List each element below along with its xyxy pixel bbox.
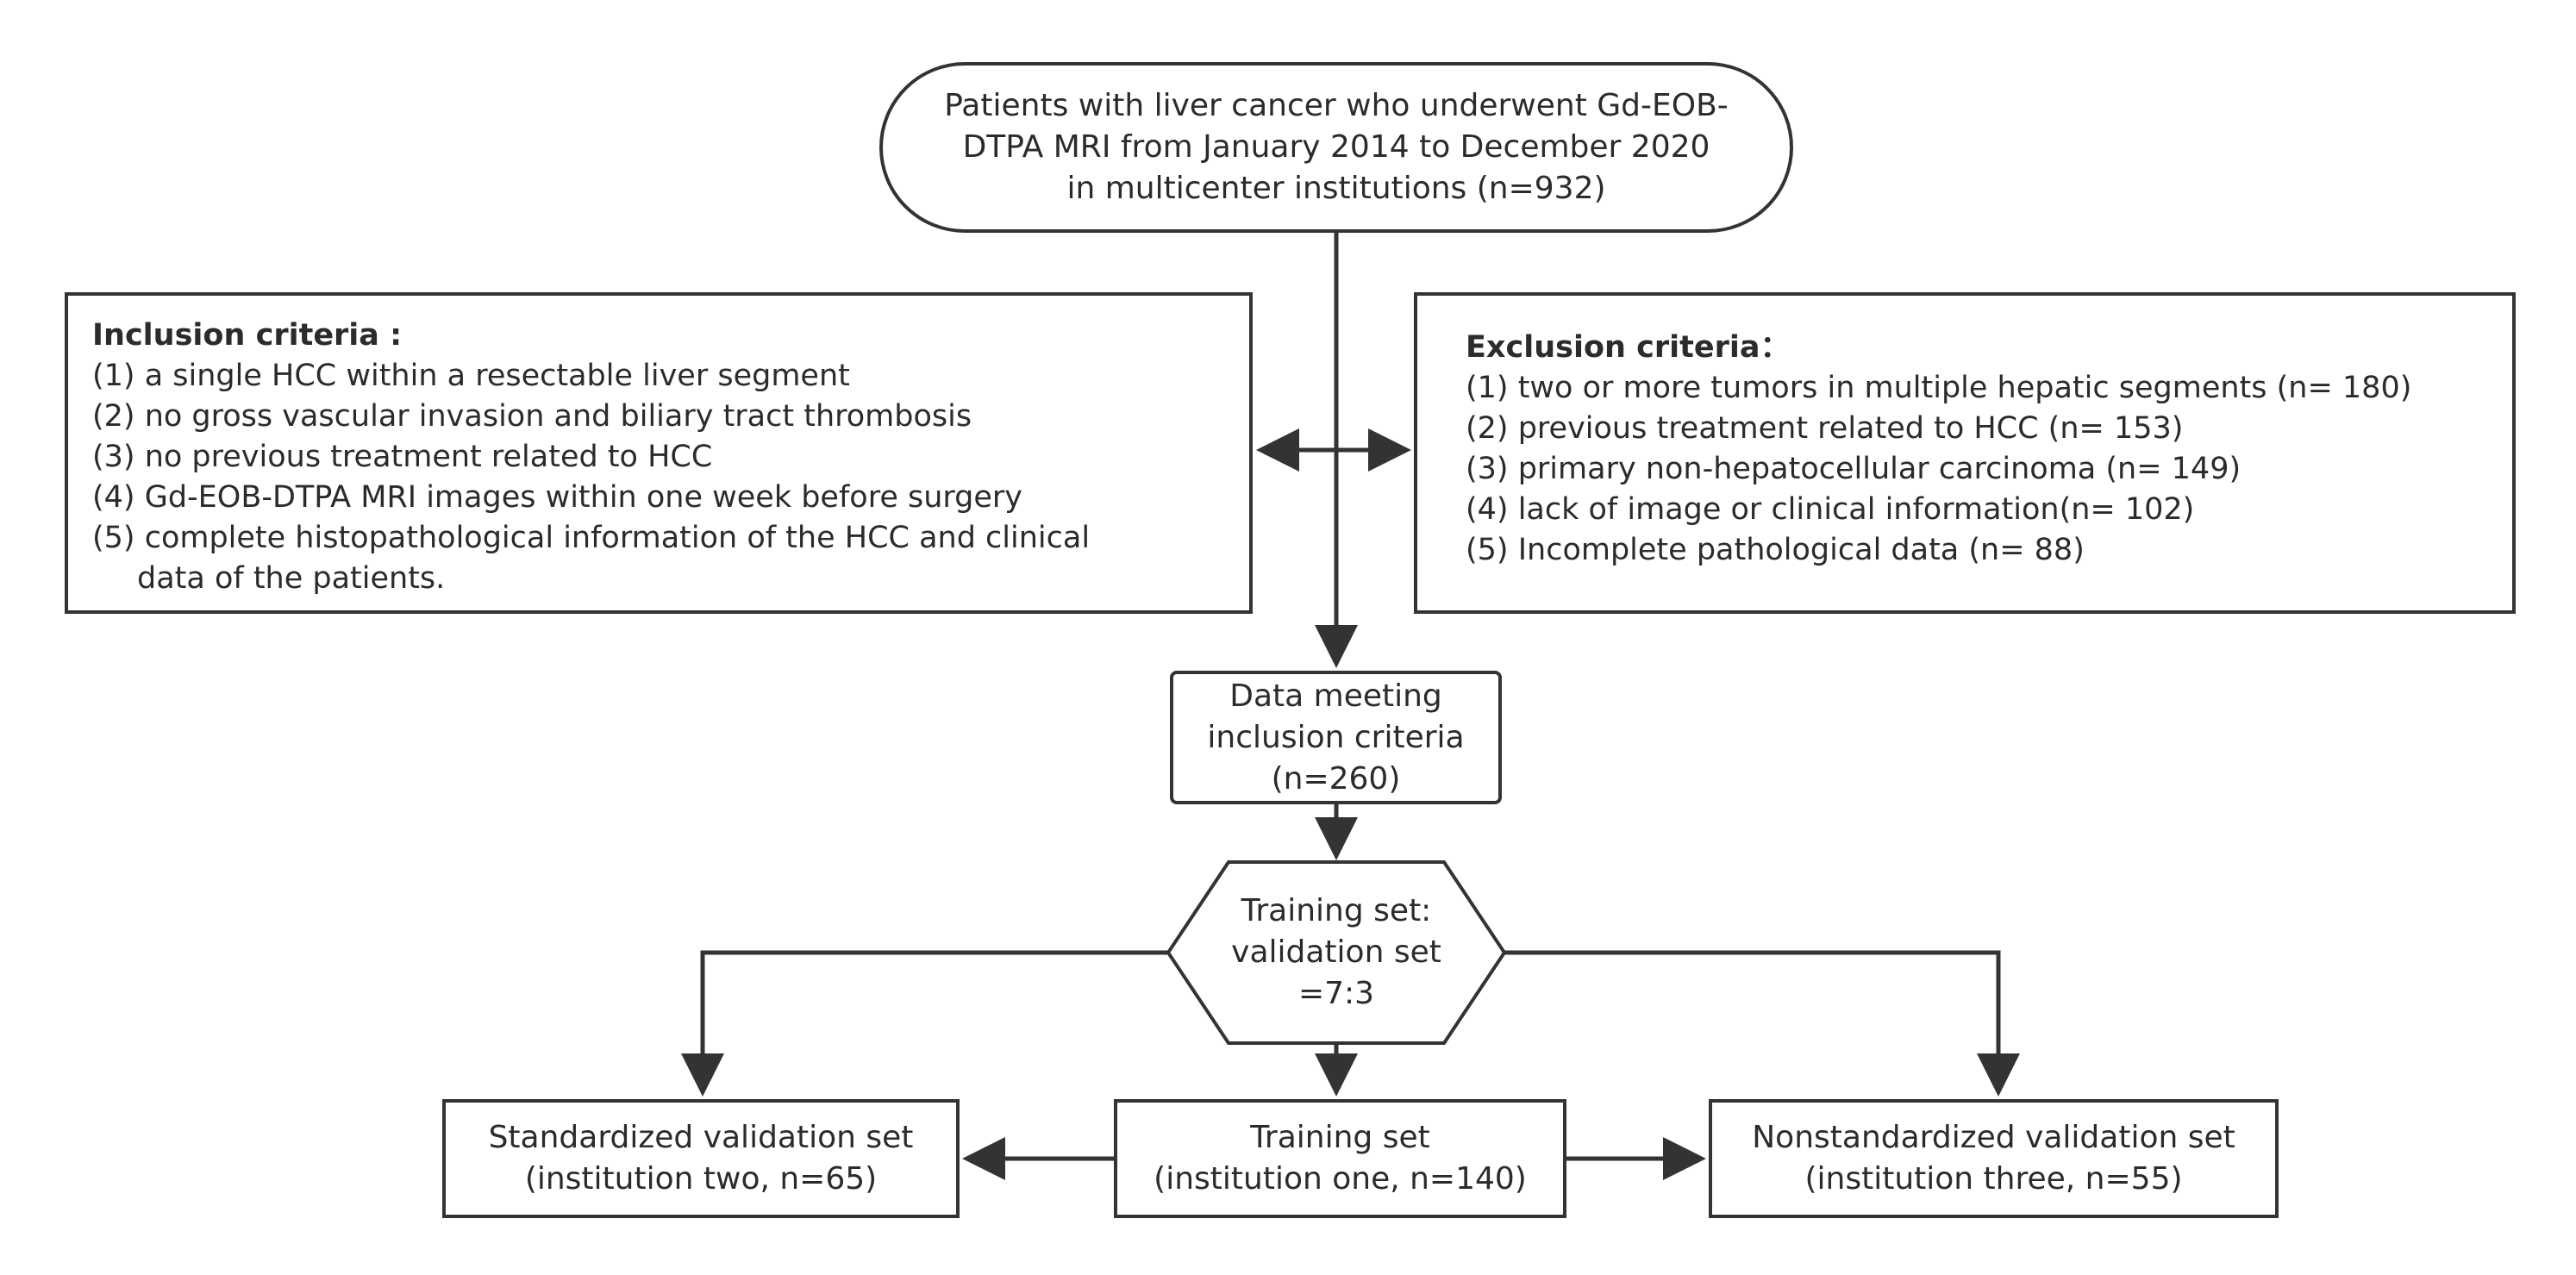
data-meeting-node: Data meeting inclusion criteria (n=260) [1170,671,1502,804]
inclusion-item-3: (3) no previous treatment related to HCC [92,440,713,474]
arrow-split-to-standardized [681,950,1168,1097]
exclusion-item-3: (3) primary non-hepatocellular carcinoma… [1466,452,2241,486]
exclusion-item-2: (2) previous treatment related to HCC (n… [1466,411,2184,446]
inclusion-title: Inclusion criteria : [92,318,403,353]
inclusion-item-2: (2) no gross vascular invasion and bilia… [92,399,972,434]
exclusion-item-4: (4) lack of image or clinical informatio… [1466,492,2195,527]
split-line-2: validation set [1231,934,1441,970]
start-node: Patients with liver cancer who underwent… [879,62,1793,233]
arrow-split-to-nonstandardized [1504,950,2020,1097]
meeting-line-3: (n=260) [1271,760,1401,797]
exclusion-title: Exclusion criteria： [1466,330,1791,365]
training-line-1: Training set [1250,1120,1430,1155]
nonstandardized-validation-node: Nonstandardized validation set (institut… [1709,1099,2279,1218]
split-line-1: Training set: [1241,893,1432,928]
nonstandardized-line-1: Nonstandardized validation set [1752,1120,2235,1155]
start-line-3: in multicenter institutions (n=932) [1066,171,1606,206]
split-ratio-label: Training set: validation set =7:3 [1190,866,1483,1039]
start-line-1: Patients with liver cancer who underwent… [944,88,1729,123]
training-line-2: (institution one, n=140) [1154,1161,1527,1197]
exclusion-item-1: (1) two or more tumors in multiple hepat… [1466,371,2412,405]
inclusion-item-5-continued: data of the patients. [137,561,446,596]
standardized-line-2: (institution two, n=65) [524,1161,878,1197]
inclusion-item-1: (1) a single HCC within a resectable liv… [92,359,850,393]
training-set-node: Training set (institution one, n=140) [1114,1099,1566,1218]
start-line-2: DTPA MRI from January 2014 to December 2… [962,129,1710,165]
exclusion-criteria-box: Exclusion criteria： (1) two or more tumo… [1414,292,2516,614]
inclusion-item-5: (5) complete histopathological informati… [92,521,1091,555]
inclusion-criteria-box: Inclusion criteria : (1) a single HCC wi… [65,292,1253,614]
standardized-line-1: Standardized validation set [488,1120,914,1155]
standardized-validation-node: Standardized validation set (institution… [442,1099,960,1218]
split-line-3: =7:3 [1297,976,1375,1011]
inclusion-item-4: (4) Gd-EOB-DTPA MRI images within one we… [92,480,1023,515]
exclusion-item-5: (5) Incomplete pathological data (n= 88) [1466,533,2085,567]
meeting-line-1: Data meeting [1229,678,1442,714]
meeting-line-2: inclusion criteria [1207,719,1465,755]
nonstandardized-line-2: (institution three, n=55) [1804,1161,2183,1197]
